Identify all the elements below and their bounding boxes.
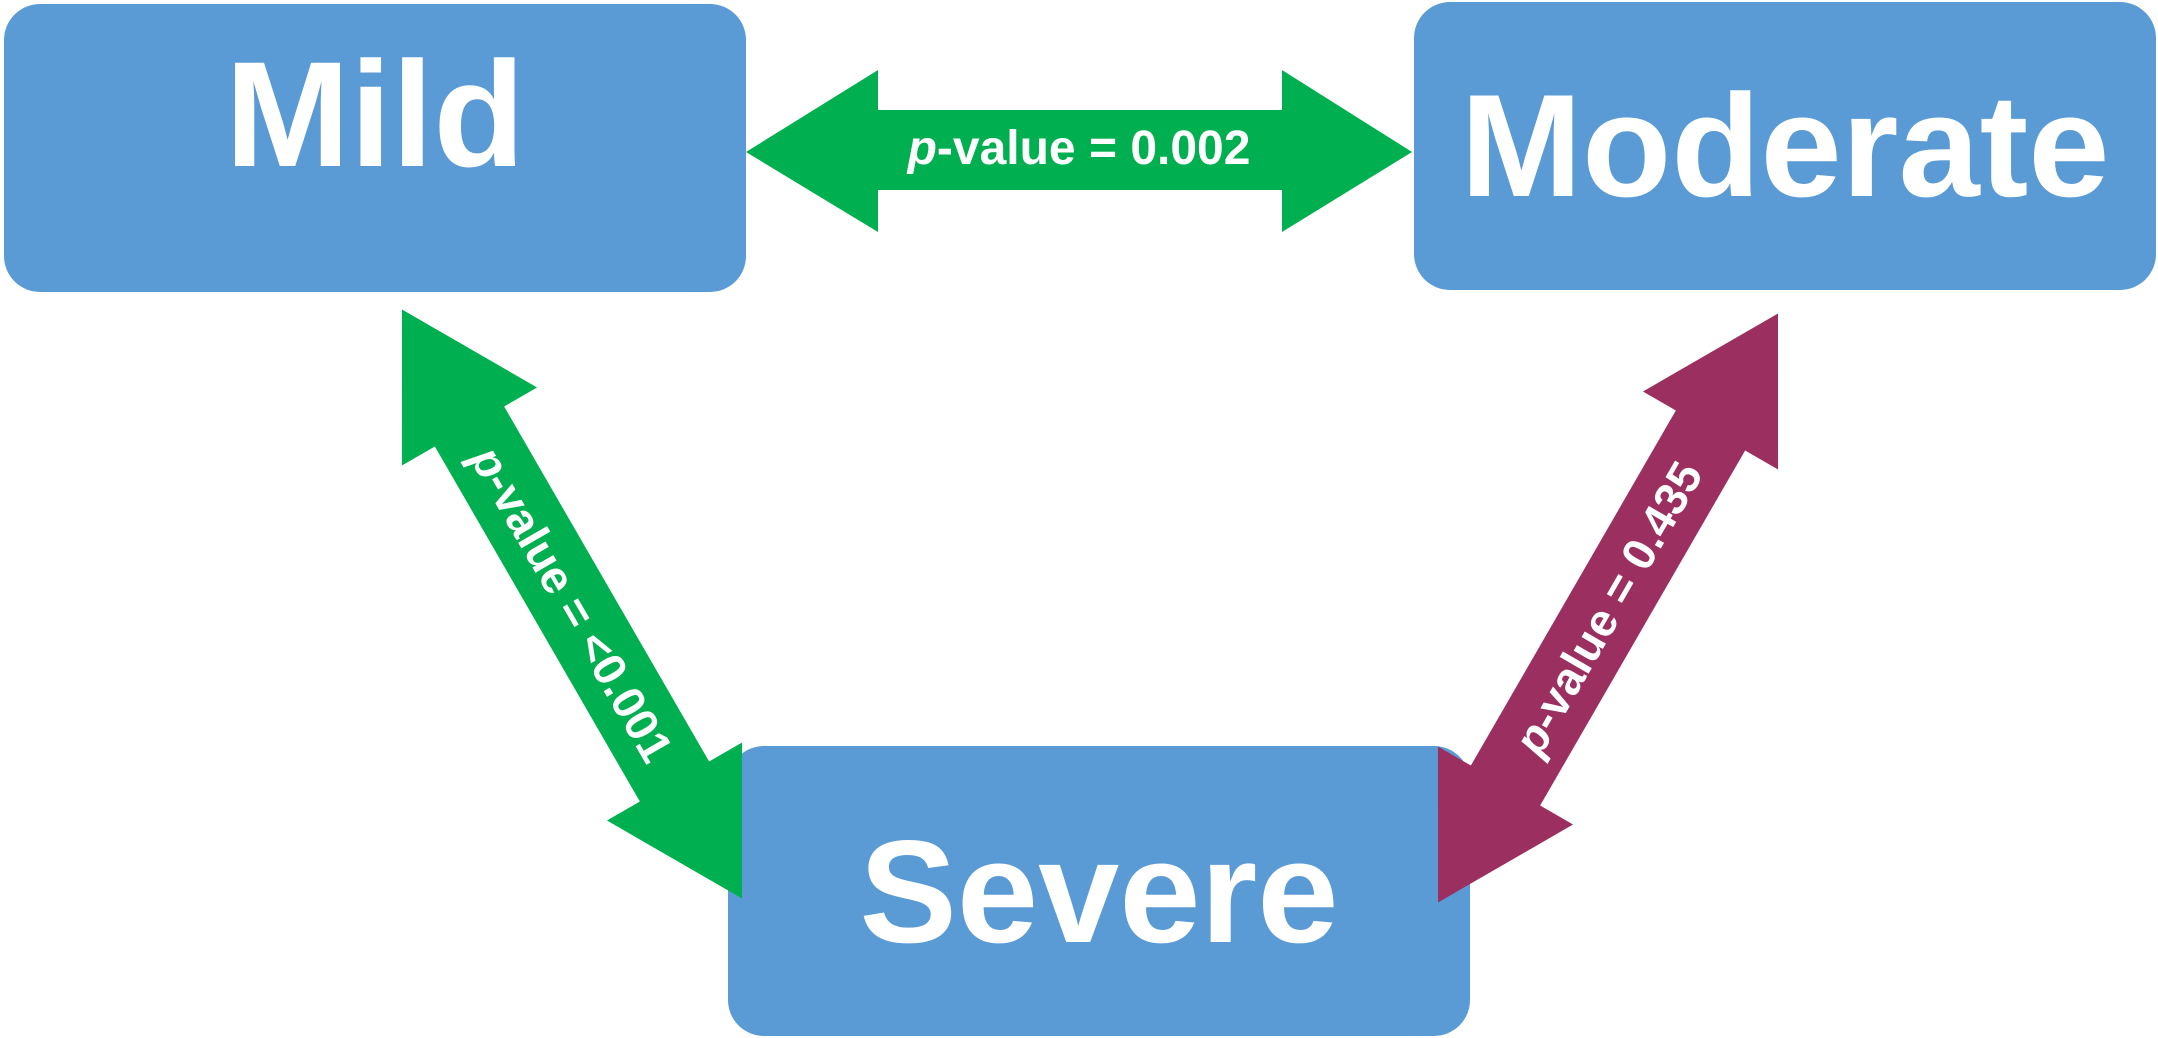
node-severe-box <box>728 746 1470 1036</box>
node-severe-label: Severe <box>860 810 1339 973</box>
edge-moderate-severe: p-value = 0.435 <box>1437 313 1779 903</box>
p-value-text: -value = <0.001 <box>475 461 684 771</box>
node-severe: Severe <box>728 746 1470 1036</box>
node-mild-box <box>4 4 746 292</box>
edge-mild-severe: p-value = <0.001 <box>401 309 743 899</box>
node-moderate-box <box>1414 2 2156 290</box>
node-moderate-label: Moderate <box>1460 64 2109 227</box>
p-value-text: -value = 0.435 <box>1517 453 1712 739</box>
double-arrow-mild-moderate <box>746 70 1412 232</box>
double-arrow-mild-severe <box>401 309 743 899</box>
edge-label-mild-severe: p-value = <0.001 <box>460 435 684 771</box>
p-symbol: p <box>906 122 937 175</box>
node-moderate: Moderate <box>1414 2 2156 290</box>
edge-mild-moderate: p-value = 0.002 <box>746 70 1412 232</box>
node-mild-label: Mild <box>225 30 525 198</box>
p-value-text: -value = 0.002 <box>937 122 1251 175</box>
edge-label-moderate-severe: p-value = 0.435 <box>1502 453 1712 765</box>
node-mild: Mild <box>4 4 746 292</box>
edge-label-mild-moderate: p-value = 0.002 <box>906 122 1251 175</box>
double-arrow-moderate-severe <box>1437 313 1779 903</box>
